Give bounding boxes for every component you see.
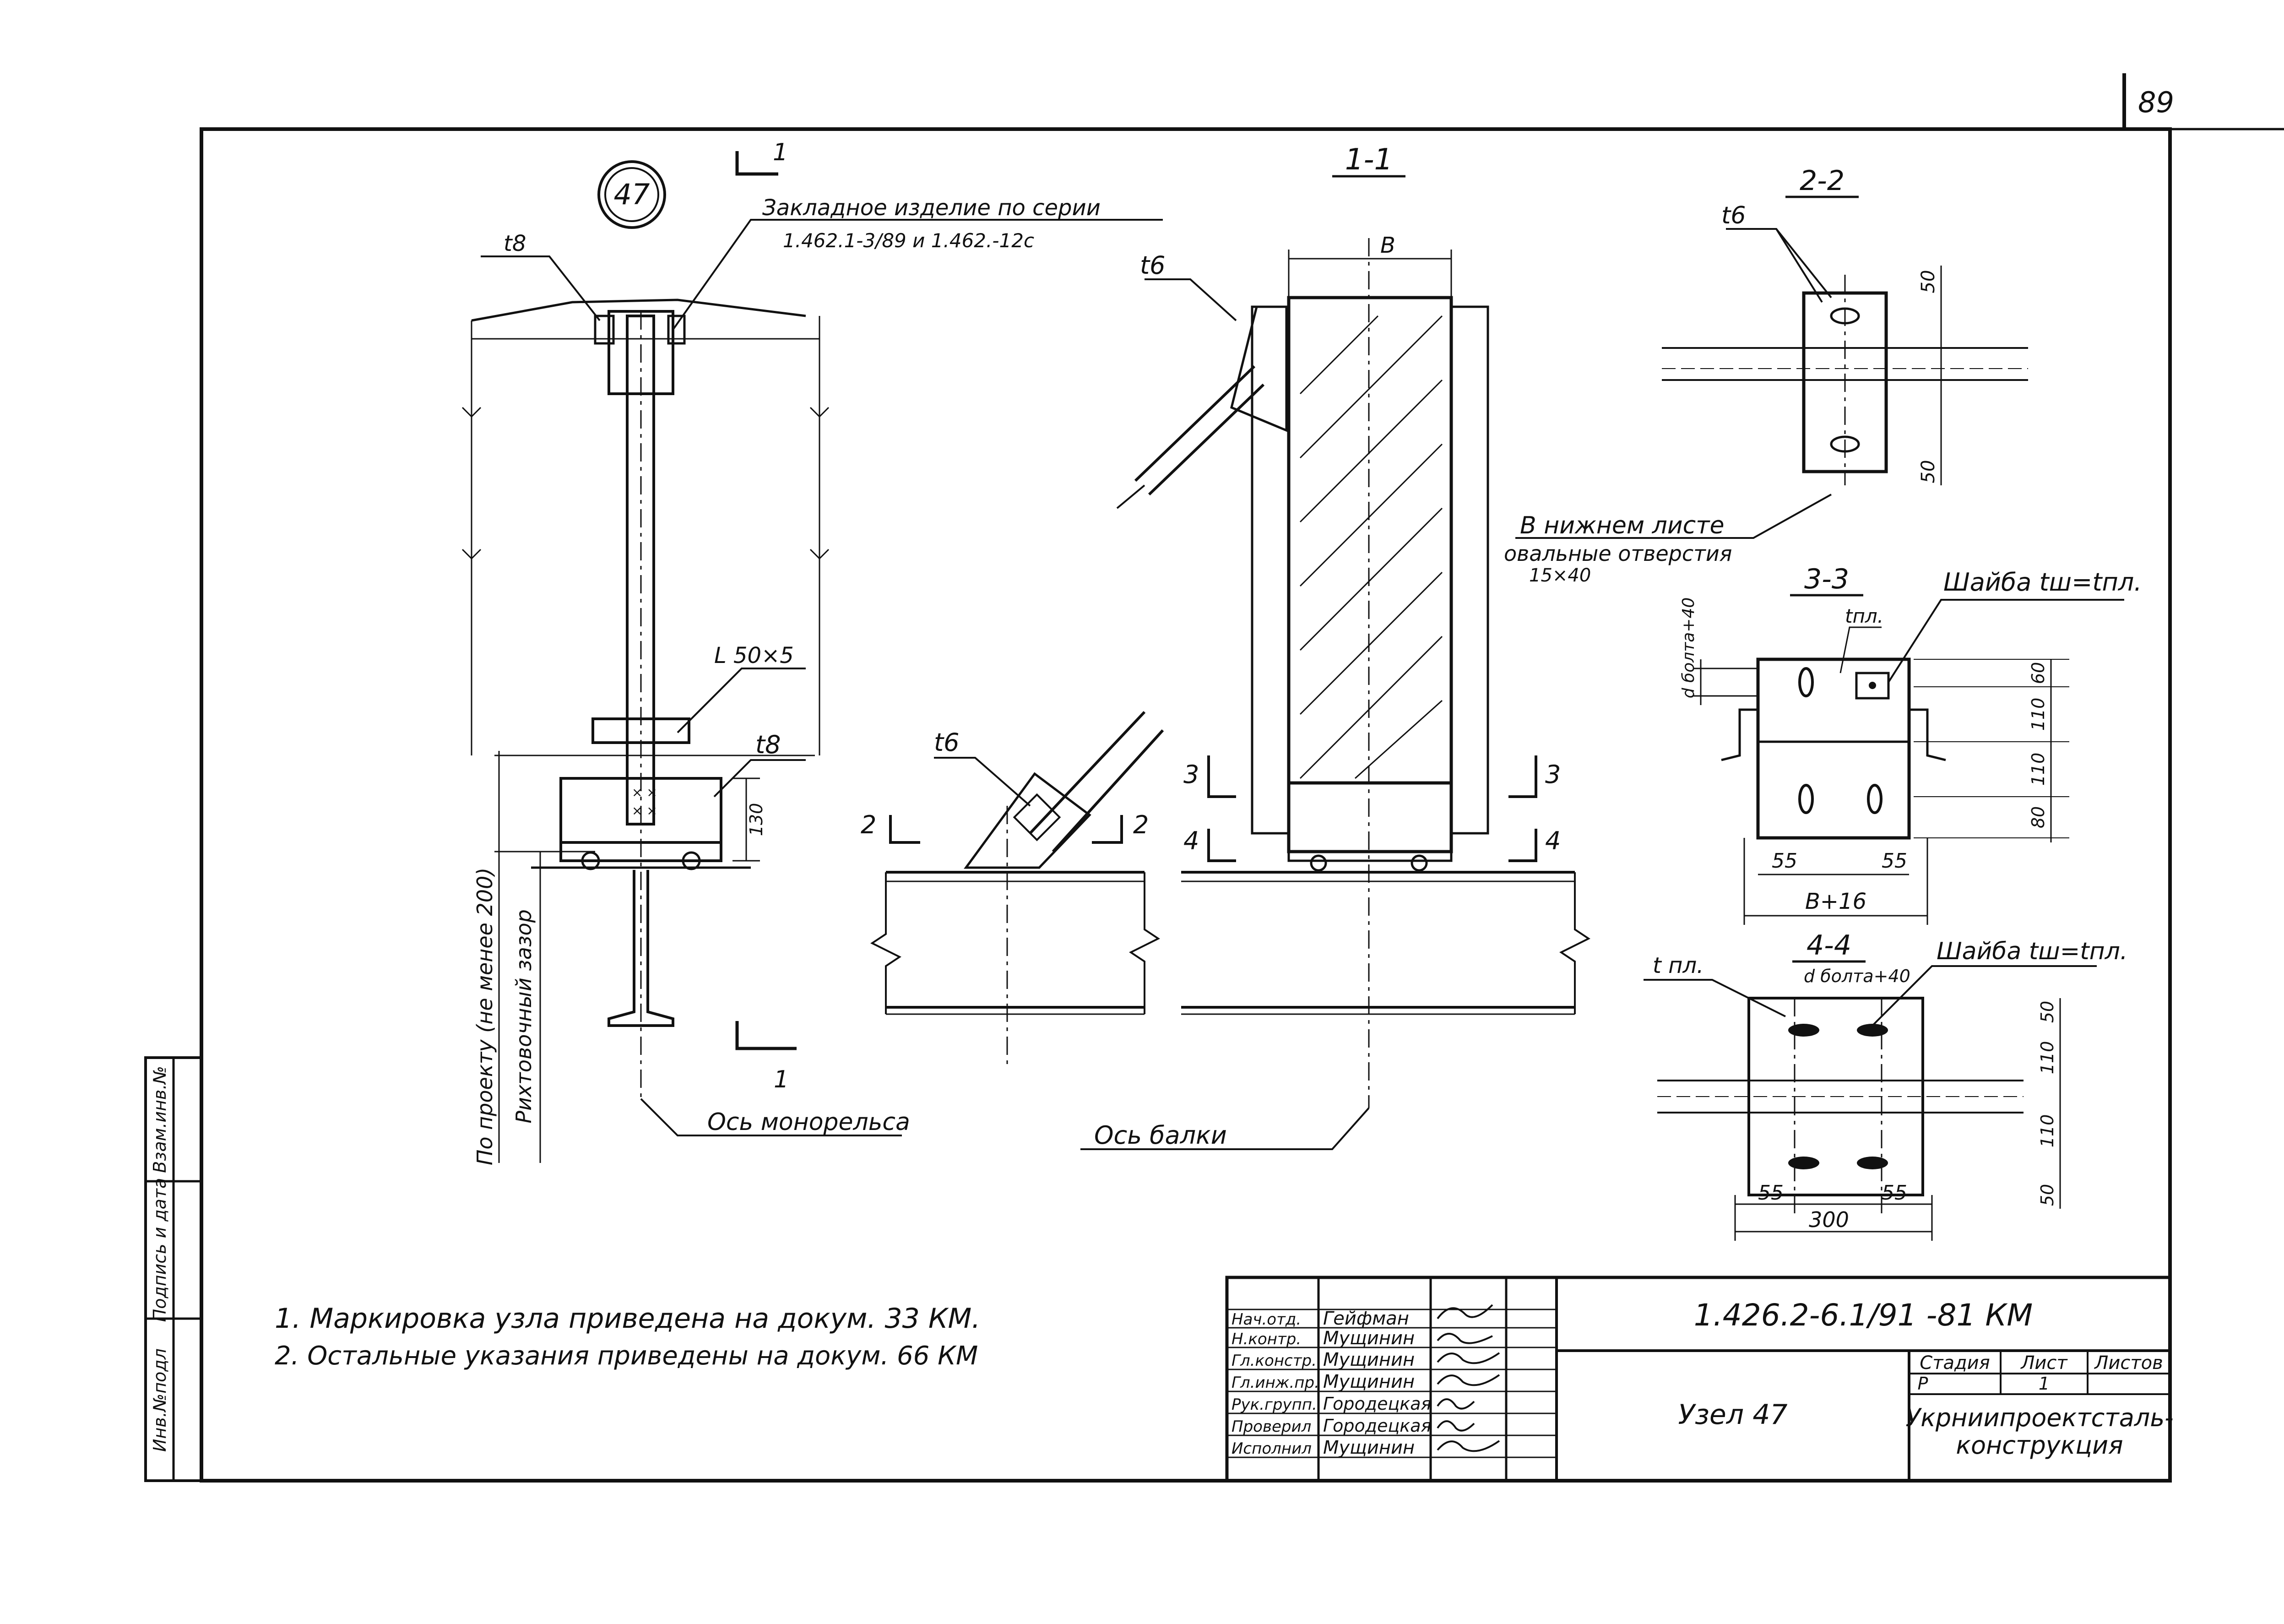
dim-110-b: 110: [2028, 753, 2048, 786]
stage-value: Р: [1918, 1374, 1928, 1394]
section-4-4-title: 4-4: [1807, 929, 1851, 961]
cut-4-right: 4: [1545, 826, 1561, 855]
page-number: 89: [2138, 86, 2174, 119]
dim-110-44-b: 110: [2037, 1114, 2057, 1148]
t-pl-44-label: t пл.: [1653, 953, 1704, 978]
stage-label: Стадия: [1920, 1352, 1990, 1374]
cut-1-bottom: 1: [774, 1066, 789, 1093]
svg-text:× ×: × ×: [632, 803, 657, 818]
dim-300: 300: [1809, 1207, 1849, 1232]
name-2: Мущинин: [1323, 1349, 1415, 1370]
cut-2-left: 2: [861, 810, 876, 839]
t-pl-label: tпл.: [1845, 605, 1883, 627]
stamp-inv: Инв.№подл: [150, 1348, 170, 1452]
t6-11-label: t6: [1140, 251, 1166, 280]
title-block: Нач.отд. Н.контр. Гл.констр. Гл.инж.пр. …: [1225, 1276, 2174, 1483]
sheet-label: Лист: [2020, 1352, 2068, 1374]
beam-axis-label: Ось балки: [1094, 1121, 1227, 1150]
brace-view: t6 2 2: [861, 711, 1164, 1067]
washer-33-label: Шайба tш=tпл.: [1943, 568, 2142, 597]
note-2: 2. Остальные указания приведены на докум…: [275, 1341, 978, 1371]
dim-b: B: [1380, 233, 1395, 258]
d-bolt-44-label: d болта+40: [1804, 966, 1910, 986]
section-3-3-title: 3-3: [1804, 563, 1849, 595]
dim-55-44-b: 55: [1882, 1181, 1907, 1205]
node-number: 47: [614, 178, 650, 211]
cut-3-left: 3: [1183, 760, 1199, 789]
name-4: Городецкая: [1323, 1394, 1431, 1414]
note-1: 1. Маркировка узла приведена на докум. 3…: [275, 1303, 980, 1335]
section-4-4-view: 4-4 t пл. d болта+40 Шайба tш=tпл. 50 11…: [1644, 929, 2127, 1241]
dim-50-top: 50: [1918, 270, 1939, 293]
name-1: Мущинин: [1323, 1328, 1415, 1349]
dim-50-44-bottom: 50: [2037, 1184, 2057, 1206]
name-0: Гейфман: [1323, 1308, 1409, 1329]
oval-holes-label: овальные отверстия: [1504, 541, 1732, 566]
role-2: Гл.констр.: [1232, 1352, 1317, 1370]
organization-line-1: Укрниипроектсталь-: [1905, 1403, 2173, 1432]
embedded-part-label: Закладное изделие по серии: [762, 195, 1101, 221]
signatures: [1437, 1304, 1500, 1452]
t8-plate-label: t8: [755, 730, 781, 759]
t6-22-label: t6: [1721, 202, 1746, 229]
dim-80: 80: [2028, 806, 2048, 828]
dim-110-44-a: 110: [2037, 1041, 2057, 1075]
angle-label: L 50×5: [714, 643, 794, 668]
dim-50-44-top: 50: [2037, 1001, 2057, 1023]
stamp-sign: Подпись и дата: [150, 1178, 170, 1322]
cut-1-top: 1: [773, 139, 788, 166]
organization-line-2: конструкция: [1956, 1431, 2123, 1460]
drawing-title: Узел 47: [1678, 1399, 1787, 1431]
t8-top-label: t8: [504, 231, 526, 256]
svg-text:× ×: × ×: [632, 785, 657, 800]
role-4: Рук.групп.: [1232, 1396, 1317, 1414]
dim-50-bottom: 50: [1918, 460, 1939, 483]
section-1-1-title: 1-1: [1345, 143, 1393, 177]
adjust-gap-label: Рихтовочный зазор: [511, 909, 536, 1124]
dim-55-a: 55: [1772, 849, 1797, 873]
bottom-sheet-label: В нижнем листе: [1520, 512, 1725, 539]
t6-brace-label: t6: [934, 728, 960, 757]
dim-110-a: 110: [2028, 698, 2048, 731]
dim-60: 60: [2028, 662, 2048, 684]
oval-size-label: 15×40: [1529, 565, 1591, 586]
sheet-frame: [200, 73, 2284, 1483]
section-2-2-title: 2-2: [1800, 165, 1845, 197]
notes: 1. Маркировка узла приведена на докум. 3…: [275, 1303, 980, 1371]
name-3: Мущинин: [1323, 1371, 1415, 1392]
cut-4-left: 4: [1183, 826, 1199, 855]
monorail-axis-label: Ось монорельса: [707, 1108, 910, 1136]
role-5: Проверил: [1232, 1418, 1311, 1436]
name-5: Городецкая: [1323, 1416, 1431, 1436]
washer-44-label: Шайба tш=tпл.: [1937, 938, 2127, 965]
dim-b16: B+16: [1805, 889, 1866, 914]
embedded-series-label: 1.462.1-3/89 и 1.462.-12с: [783, 229, 1034, 252]
cut-3-right: 3: [1545, 760, 1561, 789]
section-3-3-view: 3-3 d болта+40 tпл. Шайба tш=tпл. 60 110…: [1679, 563, 2142, 925]
section-2-2-view: 2-2 t6 50 50 В нижнем листе овальные отв…: [1504, 165, 2028, 586]
role-1: Н.контр.: [1232, 1330, 1301, 1348]
node-marker: [597, 160, 666, 229]
dim-130: 130: [746, 803, 766, 836]
side-stamp: Инв.№подл Подпись и дата Взам.инв.№: [144, 1056, 203, 1482]
node-47-view: 47 × × × ×: [461, 139, 1163, 1166]
design-min-label: По проекту (не менее 200): [472, 868, 497, 1166]
stamp-replace: Взам.инв.№: [150, 1066, 170, 1173]
document-code: 1.426.2-6.1/91 -81 КМ: [1694, 1298, 2033, 1333]
sheets-label: Листов: [2094, 1352, 2163, 1374]
dim-55-b: 55: [1882, 849, 1907, 873]
name-6: Мущинин: [1323, 1437, 1415, 1458]
role-3: Гл.инж.пр.: [1232, 1374, 1319, 1392]
sheet-value: 1: [2039, 1374, 2050, 1394]
dim-55-44-a: 55: [1758, 1181, 1784, 1205]
cut-2-right: 2: [1133, 810, 1149, 839]
role-0: Нач.отд.: [1232, 1310, 1301, 1329]
d-bolt-label: d болта+40: [1679, 597, 1698, 699]
role-6: Исполнил: [1232, 1439, 1312, 1458]
section-1-1-view: 1-1 B: [1080, 143, 1590, 1150]
